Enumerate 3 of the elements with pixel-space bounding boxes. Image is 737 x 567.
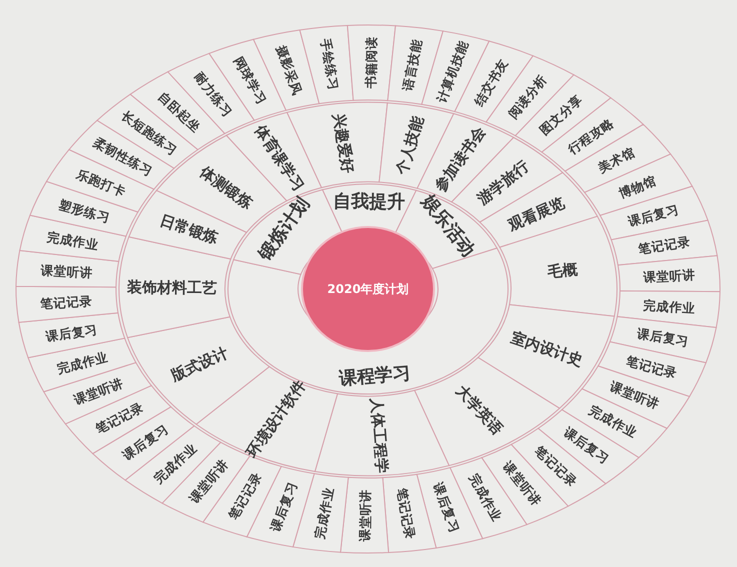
center-circle: 2020年度计划 bbox=[301, 226, 435, 352]
ring-segment: 课堂听讲 bbox=[617, 255, 720, 292]
ring-segment: 笔记记录 bbox=[16, 286, 119, 323]
